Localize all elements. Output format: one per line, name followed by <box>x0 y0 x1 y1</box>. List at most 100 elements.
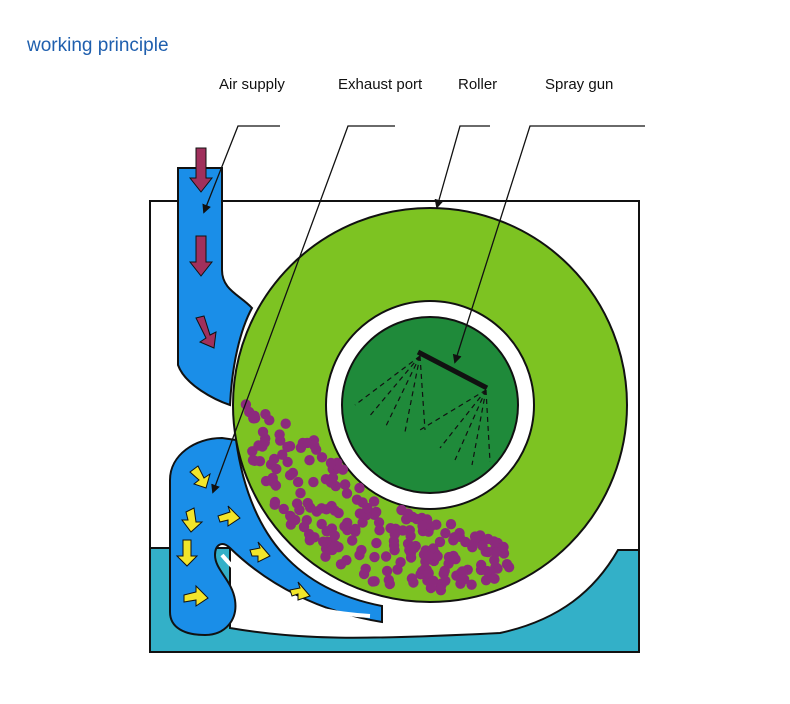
inflow-arrow <box>195 315 217 349</box>
particle <box>358 568 370 580</box>
particle <box>440 528 451 539</box>
particle <box>458 574 470 585</box>
particle <box>482 533 494 545</box>
particle <box>295 487 306 499</box>
particle <box>371 537 382 549</box>
particle <box>325 457 337 469</box>
particle <box>480 575 492 586</box>
particle <box>417 520 428 532</box>
particle <box>356 544 367 556</box>
exhaust-duct <box>169 436 383 637</box>
particle <box>285 510 296 522</box>
outflow-arrow <box>289 581 311 601</box>
particle <box>396 504 407 516</box>
label-spray-gun: Spray gun <box>545 76 614 93</box>
particle <box>432 551 443 562</box>
particle <box>467 542 478 553</box>
particle <box>445 519 457 530</box>
particle <box>333 507 344 519</box>
particle <box>318 536 329 547</box>
particle <box>448 550 459 562</box>
inflow-arrow <box>188 235 214 277</box>
particle <box>292 476 304 488</box>
exhaust-inner-channel <box>220 553 371 618</box>
outflow-arrow <box>175 539 199 567</box>
particle <box>335 559 347 570</box>
particle <box>357 497 368 508</box>
particle <box>434 536 446 548</box>
outflow-arrow <box>249 541 271 563</box>
air-supply-duct <box>177 167 254 407</box>
spray-gun-bar <box>416 349 489 391</box>
outflow-arrow <box>217 505 241 527</box>
particle <box>327 472 339 483</box>
particle <box>406 573 418 584</box>
particle <box>354 508 366 519</box>
particle <box>260 475 272 487</box>
particle <box>368 496 380 507</box>
particle <box>329 530 340 541</box>
particle <box>407 542 418 553</box>
particle <box>320 551 331 562</box>
particle <box>280 418 291 429</box>
particle <box>354 482 365 494</box>
air-supply-leader <box>202 125 280 214</box>
particle <box>269 496 281 508</box>
particle <box>388 540 400 551</box>
spray-pattern <box>354 355 491 466</box>
coating-particles <box>240 399 515 596</box>
particle <box>490 547 502 558</box>
roller-leader <box>434 125 490 209</box>
roller-core <box>341 316 519 494</box>
particle <box>440 575 451 586</box>
particle <box>271 463 282 475</box>
particle <box>381 565 393 577</box>
particle <box>385 523 396 534</box>
particle <box>326 500 337 512</box>
particle <box>316 452 328 463</box>
particle <box>367 576 378 587</box>
particle <box>428 575 439 586</box>
particle <box>374 525 385 536</box>
particle <box>481 565 493 577</box>
particle <box>321 526 332 537</box>
outflow-arrow <box>183 584 209 607</box>
particle <box>247 455 259 466</box>
particle <box>282 441 293 453</box>
particle <box>501 559 513 570</box>
particle <box>341 488 353 499</box>
particle <box>308 476 319 488</box>
spray-gun-leader <box>452 125 645 364</box>
particle <box>342 517 353 528</box>
particle <box>475 530 486 541</box>
particle <box>498 541 509 553</box>
particle <box>316 503 327 514</box>
particle <box>350 523 361 535</box>
outflow-arrow <box>189 465 211 489</box>
particle <box>482 546 494 558</box>
particle <box>435 585 447 596</box>
particle <box>422 551 434 562</box>
particle <box>253 440 264 451</box>
particle <box>304 455 315 466</box>
particle <box>392 564 403 575</box>
particle <box>457 566 468 577</box>
page-title: working principle <box>27 35 169 56</box>
particle <box>274 429 285 440</box>
particle <box>449 532 460 543</box>
particle <box>291 498 303 509</box>
label-roller: Roller <box>458 76 498 93</box>
particle <box>249 410 260 421</box>
particle <box>287 467 299 479</box>
particle <box>397 525 408 536</box>
particle <box>264 415 275 426</box>
particle <box>405 530 416 542</box>
particle <box>371 506 382 518</box>
particle <box>309 532 320 543</box>
particle <box>383 574 394 586</box>
particle <box>311 444 322 455</box>
particle <box>302 497 313 509</box>
particle <box>407 511 418 523</box>
particle <box>423 568 434 579</box>
